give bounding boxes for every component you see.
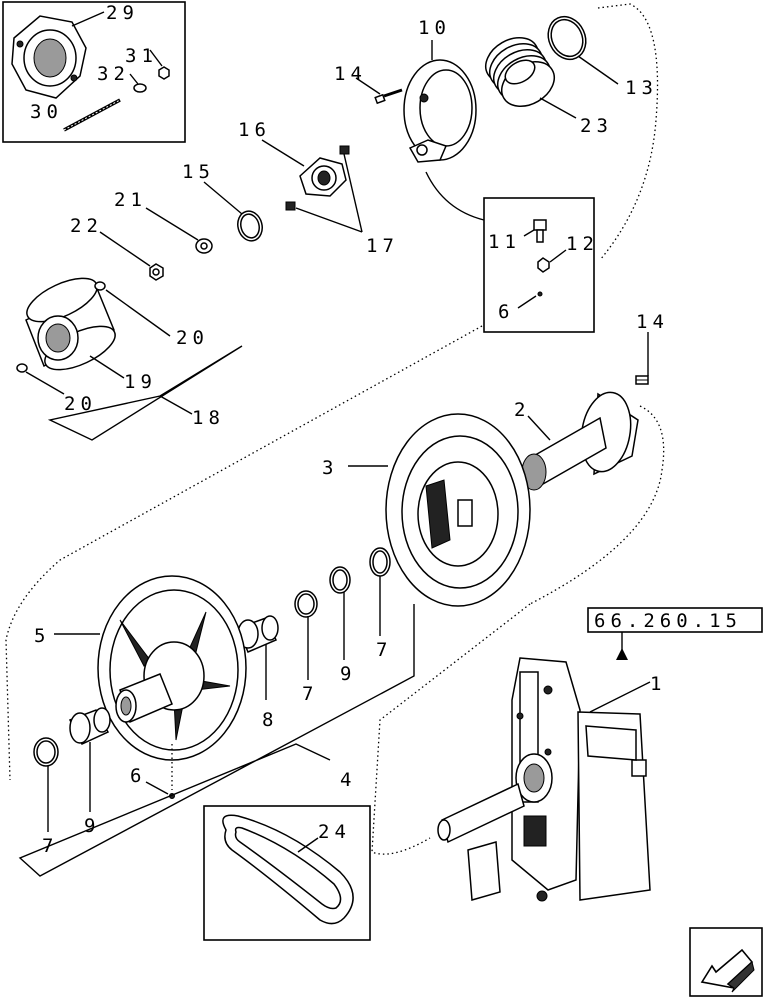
callout-18: 18 [192,407,225,429]
callout-13: 13 [625,77,658,99]
belt-box-24: 24 [203,805,371,941]
part-17-bolts [285,145,350,211]
part-12-nut [537,257,550,273]
part-13-ring [547,15,587,61]
arrow-back-icon [700,948,755,993]
callout-23: 23 [580,115,613,137]
callout-32: 32 [97,63,130,85]
callout-6-top: 6 [498,301,514,323]
callout-7-right: 7 [376,639,392,661]
callout-10: 10 [418,17,451,39]
callout-21: 21 [114,189,147,211]
part-2-shaft [521,391,639,491]
part-5-sheave [97,575,247,761]
callout-17: 17 [366,235,399,257]
part-14-bolt-top [374,88,403,105]
callout-9-mid: 9 [340,663,356,685]
callout-22: 22 [70,215,103,237]
part-31-nut [158,66,170,80]
part-10-bracket [403,59,477,163]
callout-16: 16 [238,119,271,141]
callout-3: 3 [322,457,338,479]
part-15-snap-ring [237,210,263,242]
callout-20-right: 20 [176,327,209,349]
nav-back-button[interactable] [689,927,763,997]
part-7-ring-mid [294,590,318,618]
part-9-ring-mid [329,566,351,594]
part-8-bushing [237,615,279,653]
part-23-spring [485,36,555,108]
part-21-washer [195,238,213,254]
callout-29: 29 [106,2,139,24]
callout-8: 8 [262,709,278,731]
part-30-threaded-rod [63,98,121,132]
part-16-bearing [299,157,347,197]
part-29-flange-plate [11,15,87,99]
callout-31: 31 [125,45,158,67]
callout-20-left: 20 [64,393,97,415]
part-7-ring-lower [33,737,59,767]
inset-box-6-11-12: 11 12 6 [483,197,599,333]
part-9-bushing-lower [68,707,111,745]
reference-box[interactable]: 66.260.15 [587,607,763,633]
callout-6-lower: 6 [130,765,146,787]
part-1-gearbox [437,657,651,902]
callout-5: 5 [34,625,50,647]
callout-12: 12 [566,233,599,255]
callout-14-top: 14 [334,63,367,85]
callout-15: 15 [182,161,215,183]
callout-7-mid: 7 [302,683,318,705]
part-32-washer [133,83,147,93]
callout-4: 4 [340,769,356,791]
callout-11: 11 [488,231,521,253]
part-11-screw [533,219,547,243]
part-7-ring-right [369,547,391,577]
part-19-hub [25,277,116,371]
callout-1: 1 [650,673,666,695]
reference-label[interactable]: 66.260.15 [594,610,742,632]
part-3-sheave-half [385,413,531,607]
callout-24: 24 [318,821,351,843]
callout-2: 2 [514,399,530,421]
inset-box-29-32: 29 31 32 30 [2,1,186,143]
callout-14-lower: 14 [636,311,669,333]
callout-9-lower: 9 [84,815,100,837]
callout-30: 30 [30,101,63,123]
callout-19: 19 [124,371,157,393]
part-22-nut [149,263,164,281]
part-24-belt [222,814,354,925]
part-20-set-screws [16,281,106,373]
part-14-bolt-lower [635,375,649,385]
